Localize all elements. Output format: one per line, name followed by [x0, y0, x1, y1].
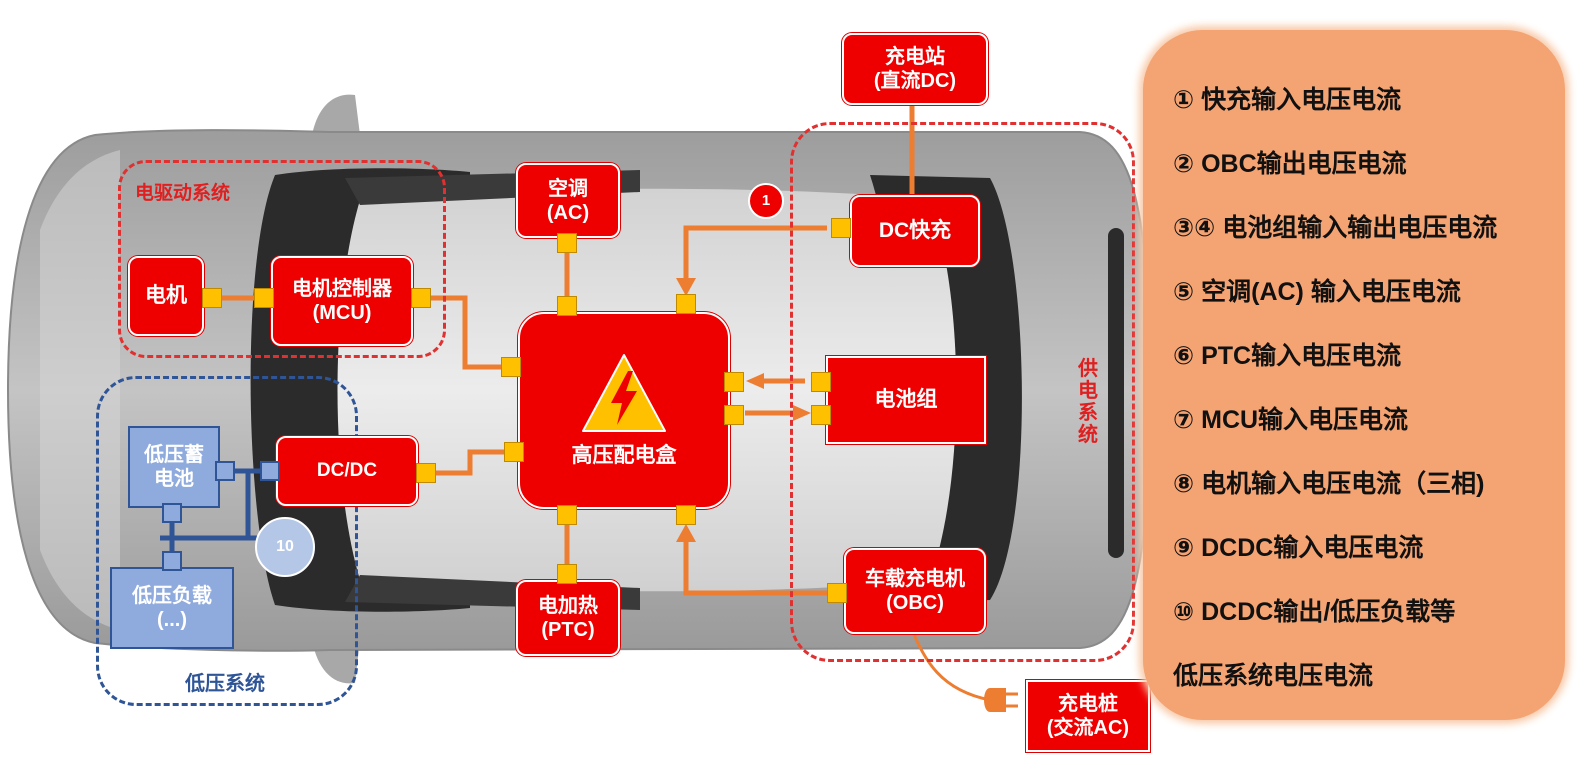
hv-distribution-label: 高压配电盒: [571, 443, 677, 467]
motor-port: [202, 288, 222, 308]
measure-marker-10: 10: [255, 517, 315, 577]
lv-battery-box: 低压蓄 电池: [128, 426, 220, 508]
ac-port: [557, 233, 577, 253]
hv-port-right-lower: [724, 405, 744, 425]
legend-item: ⑨ DCDC输入电压电流: [1173, 534, 1424, 562]
lv-battery-port-right: [215, 461, 235, 481]
drive-system-boundary: [118, 160, 446, 358]
legend-item: ⑦ MCU输入电压电流: [1173, 406, 1409, 434]
hv-port-bottom-right: [676, 505, 696, 525]
battery-port-lower: [811, 405, 831, 425]
legend-item: ② OBC输出电压电流: [1173, 150, 1407, 178]
legend-item: ③④ 电池组输入输出电压电流: [1173, 214, 1498, 242]
low-voltage-system-label: 低压系统: [185, 673, 265, 695]
ac-charger-box: 充电桩 (交流AC): [1026, 680, 1150, 752]
hv-port-left-upper: [501, 357, 521, 377]
measurement-legend: ① 快充输入电压电流 ② OBC输出电压电流 ③④ 电池组输入输出电压电流 ⑤ …: [1143, 30, 1565, 720]
legend-item: 低压系统电压电流: [1173, 662, 1374, 690]
low-voltage-system-boundary: [96, 376, 358, 706]
ptc-port: [557, 564, 577, 584]
dcdc-port: [416, 463, 436, 483]
hv-port-top-left: [557, 296, 577, 316]
legend-item: ⑩ DCDC输出/低压负载等: [1173, 598, 1456, 626]
mcu-port-right: [411, 288, 431, 308]
dc-fast-charge-box: DC快充: [850, 195, 980, 267]
lv-load-port: [162, 551, 182, 571]
lv-load-box: 低压负载 (...): [110, 567, 234, 649]
dcdc-lv-port: [260, 461, 280, 481]
ac-box: 空调 (AC): [516, 163, 620, 238]
plug-icon: [984, 688, 1018, 712]
ptc-box: 电加热 (PTC): [516, 580, 620, 656]
measure-marker-1: 1: [748, 183, 784, 219]
legend-item: ⑧ 电机输入电压电流（三相): [1173, 470, 1485, 498]
hv-port-top-right: [676, 294, 696, 314]
obc-port: [827, 583, 847, 603]
hv-distribution-box: 高压配电盒: [518, 312, 730, 509]
battery-port-upper: [811, 372, 831, 392]
charging-station-box: 充电站 (直流DC): [842, 33, 988, 105]
battery-pack-box: 电池组: [826, 356, 986, 444]
dc-fast-port: [831, 218, 851, 238]
lv-battery-port-bottom: [162, 503, 182, 523]
motor-box: 电机: [128, 256, 204, 336]
hv-port-right-upper: [724, 372, 744, 392]
legend-item: ⑥ PTC输入电压电流: [1173, 342, 1402, 370]
legend-item: ⑤ 空调(AC) 输入电压电流: [1173, 278, 1461, 306]
dcdc-box: DC/DC: [276, 436, 418, 506]
hv-port-left-lower: [504, 442, 524, 462]
drive-system-label: 电驱动系统: [135, 183, 231, 204]
mcu-port-left: [254, 288, 274, 308]
high-voltage-warning-icon: [582, 353, 666, 432]
legend-item: ① 快充输入电压电流: [1173, 86, 1402, 114]
obc-box: 车载充电机 (OBC): [844, 548, 986, 634]
hv-port-bottom-left: [557, 505, 577, 525]
mcu-box: 电机控制器 (MCU): [271, 256, 413, 346]
supply-system-boundary: [790, 122, 1135, 662]
supply-system-label: 供电系统: [1078, 358, 1098, 446]
